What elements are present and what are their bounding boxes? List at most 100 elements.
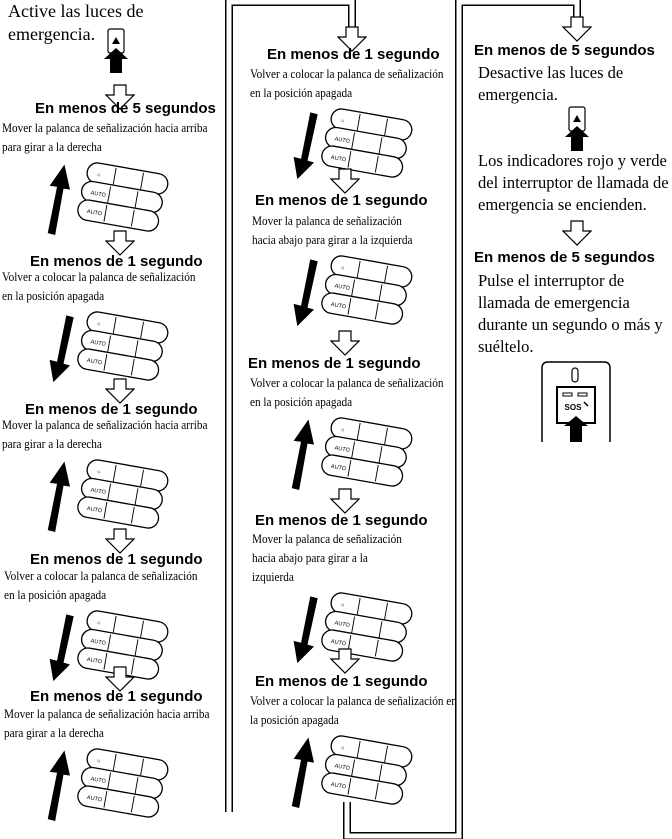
turn-signal-lever-up-icon: ☼ AUTO AUTO [38,745,178,821]
hazard-switch-icon [102,28,130,74]
desc-line: en la posición apagada [4,588,107,602]
svg-text:AUTO: AUTO [330,155,347,164]
step-description: Volver a colocar la palanca de señalizac… [250,692,457,730]
step-heading: En menos de 1 segundo [30,551,203,568]
desc-line: Volver a colocar la palanca de señalizac… [250,694,457,708]
step-description: Desactive las luces de emergencia. [478,62,623,106]
svg-text:AUTO: AUTO [330,639,347,648]
flow-arrow-icon [562,16,592,42]
step-description: Pulse el interruptor de llamada de emerg… [478,270,663,358]
svg-text:AUTO: AUTO [330,464,347,473]
step-heading: En menos de 1 segundo [255,512,428,529]
svg-text:☼: ☼ [340,427,346,434]
svg-text:☼: ☼ [340,118,346,125]
desc-line: en la posición apagada [250,395,353,409]
flow-arrow-icon [105,666,135,692]
step-description: Volver a colocar la palanca de señalizac… [250,374,443,412]
intro-text: Active las luces de emergencia. [8,0,143,46]
flow-arrow-icon [330,168,360,194]
turn-signal-lever-up-icon: ☼ AUTO AUTO [282,732,422,808]
flow-arrow-icon [330,648,360,674]
svg-text:AUTO: AUTO [86,209,103,218]
svg-text:AUTO: AUTO [90,339,107,348]
step-heading: En menos de 5 segundos [474,42,655,59]
desc-line: la posición apagada [250,713,339,727]
svg-text:AUTO: AUTO [86,795,103,804]
desc-line: hacia abajo para girar a la [252,551,368,565]
desc-line: para girar a la derecha [4,726,104,740]
step-heading: En menos de 1 segundo [30,688,203,705]
svg-text:AUTO: AUTO [334,620,351,629]
desc-line: Volver a colocar la palanca de señalizac… [4,569,198,583]
desc-line: llamada de emergencia [478,293,630,312]
svg-text:AUTO: AUTO [330,782,347,791]
step-description: Mover la palanca de señalización hacia a… [2,416,208,454]
turn-signal-lever-up-icon: ☼ AUTO AUTO [282,414,422,490]
step-heading: En menos de 1 segundo [30,253,203,270]
flow-arrow-icon [330,488,360,514]
flow-arrow-icon [562,220,592,246]
desc-line: Pulse el interruptor de [478,271,625,290]
svg-text:AUTO: AUTO [90,190,107,199]
step-heading: En menos de 1 segundo [267,46,440,63]
flow-arrow-icon [105,378,135,404]
desc-line: en la posición apagada [250,86,353,100]
svg-text:☼: ☼ [340,745,346,752]
indicator-note: Los indicadores rojo y verde del interru… [478,150,669,216]
step-heading: En menos de 1 segundo [248,355,421,372]
flow-arrow-icon [105,528,135,554]
svg-text:AUTO: AUTO [334,283,351,292]
step-heading: En menos de 1 segundo [25,401,198,418]
desc-line: Volver a colocar la palanca de señalizac… [250,376,444,390]
svg-text:AUTO: AUTO [86,657,103,666]
turn-signal-lever-up-icon: ☼ AUTO AUTO [38,456,178,532]
desc-line: Desactive las luces de [478,63,624,82]
desc-line: suéltelo. [478,337,534,356]
svg-text:AUTO: AUTO [90,776,107,785]
step-description: Mover la palanca de señalización hacia a… [4,705,210,743]
step-description: Volver a colocar la palanca de señalizac… [4,567,197,605]
desc-line: emergencia se encienden. [478,195,647,214]
step-description: Volver a colocar la palanca de señalizac… [2,268,195,306]
flow-arrow-icon [105,84,135,110]
desc-line: para girar a la derecha [2,437,102,451]
desc-line: Los indicadores rojo y verde [478,151,667,170]
svg-text:AUTO: AUTO [334,445,351,454]
flow-arrow-icon [330,330,360,356]
turn-signal-lever-down-icon: ☼ AUTO AUTO [282,589,422,665]
svg-text:AUTO: AUTO [334,763,351,772]
step-heading: En menos de 5 segundos [35,100,216,117]
svg-text:AUTO: AUTO [334,136,351,145]
desc-line: izquierda [252,570,294,584]
desc-line: Mover la palanca de señalización [252,532,402,546]
desc-line: en la posición apagada [2,289,105,303]
hazard-switch-icon [563,106,591,152]
step-description: Mover la palanca de señalización hacia a… [2,119,208,157]
desc-line: durante un segundo o más y [478,315,663,334]
step-heading: En menos de 1 segundo [255,673,428,690]
desc-line: Mover la palanca de señalización hacia a… [2,121,208,135]
svg-text:☼: ☼ [96,758,102,765]
intro-line: Active las luces de [8,1,144,21]
flow-arrow-icon [105,230,135,256]
svg-text:☼: ☼ [96,469,102,476]
desc-line: Mover la palanca de señalización [252,214,402,228]
desc-line: Mover la palanca de señalización hacia a… [4,707,210,721]
svg-text:☼: ☼ [340,265,346,272]
svg-text:AUTO: AUTO [86,506,103,515]
turn-signal-lever-down-icon: ☼ AUTO AUTO [282,105,422,181]
step-heading: En menos de 1 segundo [255,192,428,209]
svg-text:AUTO: AUTO [90,638,107,647]
desc-line: Mover la palanca de señalización hacia a… [2,418,208,432]
svg-text:☼: ☼ [340,602,346,609]
step-description: Mover la palanca de señalización hacia ab… [252,530,402,587]
svg-text:AUTO: AUTO [90,487,107,496]
step-description: Volver a colocar la palanca de señalizac… [250,65,443,103]
intro-line: emergencia. [8,24,96,44]
